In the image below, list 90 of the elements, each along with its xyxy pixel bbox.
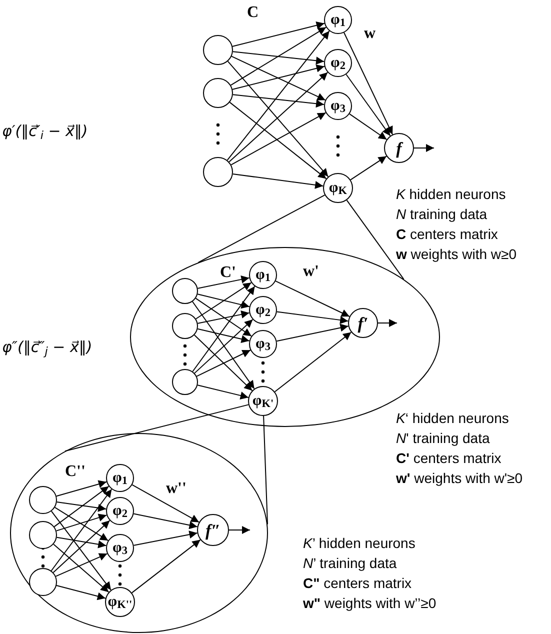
arrow bbox=[194, 334, 253, 392]
matrix-label: C bbox=[247, 3, 259, 23]
arrow bbox=[350, 156, 387, 180]
arrow bbox=[195, 298, 252, 337]
arrow bbox=[197, 384, 249, 400]
arrow bbox=[276, 311, 349, 324]
matrix-label: w'' bbox=[166, 479, 186, 499]
arrow bbox=[133, 530, 198, 546]
arrow bbox=[197, 310, 250, 324]
arrow bbox=[192, 301, 255, 390]
neuron-label: φ$_{3}$ bbox=[256, 336, 270, 352]
neuron-label: φ$_{3}$ bbox=[112, 540, 128, 556]
legend-note: w" weights with w’’≥0 bbox=[303, 595, 436, 612]
legend-note: w' weights with w'≥0 bbox=[396, 470, 523, 488]
arrow bbox=[275, 280, 350, 317]
legend-note: C' centers matrix bbox=[396, 450, 502, 468]
arrow bbox=[230, 112, 326, 166]
arrow bbox=[228, 526, 250, 534]
neuron-label: φ$_{2}$ bbox=[256, 302, 270, 318]
legend-note: C centers matrix bbox=[396, 226, 498, 244]
arrow bbox=[56, 585, 106, 600]
neuron-label: φ$_{K}$ bbox=[328, 180, 348, 196]
legend-note: N' training data bbox=[396, 430, 490, 448]
output-label: f″ bbox=[205, 522, 221, 538]
matrix-label: w' bbox=[303, 262, 319, 282]
arrow bbox=[54, 486, 110, 528]
arrow bbox=[197, 294, 250, 309]
arrow bbox=[232, 94, 325, 108]
matrix-label: C'' bbox=[65, 462, 86, 482]
arrow bbox=[229, 102, 327, 180]
zoom-line bbox=[346, 200, 404, 280]
neuron-label: φ$_{2}$ bbox=[330, 56, 346, 70]
arrow bbox=[228, 72, 328, 162]
arrow bbox=[52, 520, 110, 573]
arrow bbox=[232, 173, 324, 189]
legend-note: K hidden neurons bbox=[396, 186, 506, 204]
arrow bbox=[54, 506, 109, 542]
neuron-label: φ$_{1}$ bbox=[330, 12, 346, 28]
arrow bbox=[50, 488, 112, 572]
arrow bbox=[226, 30, 330, 161]
neuron-label: φ$_{1}$ bbox=[256, 268, 270, 282]
neuron-label: φ$_{2}$ bbox=[112, 504, 128, 518]
arrow bbox=[231, 56, 326, 101]
legend-note: K’ hidden neurons bbox=[303, 535, 416, 552]
legend-note: N training data bbox=[396, 206, 488, 224]
arrow bbox=[349, 113, 388, 140]
arrow bbox=[196, 350, 251, 377]
legend-note: N’ training data bbox=[303, 555, 397, 572]
arrow bbox=[56, 480, 108, 497]
zoom-line bbox=[198, 194, 326, 263]
legend-note: w weights with w≥0 bbox=[396, 246, 517, 264]
arrow bbox=[195, 282, 252, 320]
arrow bbox=[346, 74, 391, 136]
matrix-label: w bbox=[364, 24, 376, 44]
arrow bbox=[133, 513, 198, 530]
arrow bbox=[55, 553, 108, 577]
arrow bbox=[50, 510, 112, 591]
arrow bbox=[232, 21, 325, 47]
arrow bbox=[53, 544, 110, 593]
zoom-ellipse bbox=[10, 433, 268, 633]
neuron-label: φ$_{K'}$ bbox=[252, 394, 274, 408]
arrow bbox=[414, 144, 434, 152]
arrow bbox=[192, 286, 256, 372]
arrow bbox=[344, 32, 394, 135]
formula-label: φ″(‖c⃗″$_{j}$ − x⃗‖) bbox=[2, 338, 92, 357]
zoom-line bbox=[263, 416, 268, 525]
arrow bbox=[378, 319, 398, 327]
matrix-label: C' bbox=[220, 263, 236, 283]
arrow bbox=[276, 324, 349, 342]
arrow bbox=[194, 319, 254, 374]
arrow bbox=[56, 501, 107, 512]
arrow bbox=[230, 26, 327, 86]
legend-note: K‘ hidden neurons bbox=[396, 410, 509, 428]
neuron-label: φ$_{K''}$ bbox=[108, 594, 132, 610]
arrow bbox=[132, 484, 200, 523]
arrow bbox=[56, 536, 107, 548]
arrow bbox=[56, 514, 108, 532]
arrow bbox=[197, 276, 250, 289]
output-label: f bbox=[396, 140, 402, 156]
neuron-label: φ$_{3}$ bbox=[330, 98, 346, 114]
arrow bbox=[131, 539, 201, 594]
arrow bbox=[227, 60, 329, 178]
neuron-label: φ$_{1}$ bbox=[112, 470, 128, 486]
formula-label: φ′(‖c⃗′$_{i}$ − x⃗‖) bbox=[2, 122, 88, 141]
arrow bbox=[232, 51, 325, 65]
legend-note: C" centers matrix bbox=[303, 575, 412, 592]
arrow bbox=[274, 332, 352, 392]
output-label: f′ bbox=[358, 314, 368, 332]
arrow bbox=[232, 64, 325, 90]
arrow bbox=[197, 328, 250, 343]
